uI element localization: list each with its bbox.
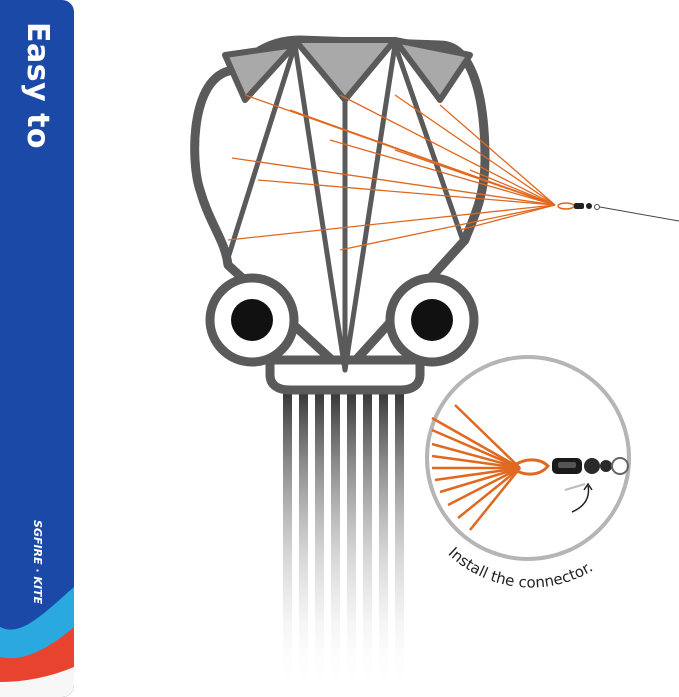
brand-logo-sub: KITE bbox=[31, 576, 44, 605]
corner-wave-graphic bbox=[0, 587, 74, 697]
swivel-connector-icon bbox=[557, 202, 600, 210]
kite-tails bbox=[283, 390, 404, 690]
brand-logo-separator: · bbox=[31, 568, 44, 573]
kite-spars bbox=[225, 42, 465, 373]
flying-line bbox=[599, 206, 679, 222]
curved-arrow-icon bbox=[571, 482, 593, 513]
side-banner: Easy to install SGFIRE · KITE bbox=[0, 0, 74, 697]
bridle-lines bbox=[227, 94, 556, 251]
detail-callout bbox=[425, 355, 631, 561]
callout-swivel-connector-icon bbox=[552, 457, 629, 475]
kite-fins bbox=[222, 37, 473, 103]
brand-logo-text: SGFIRE bbox=[31, 520, 44, 565]
kite-eyes bbox=[205, 273, 479, 367]
callout-bridle-lines bbox=[431, 404, 521, 531]
headline: Easy to install bbox=[0, 22, 55, 150]
brand-logo: SGFIRE · KITE bbox=[26, 520, 48, 660]
